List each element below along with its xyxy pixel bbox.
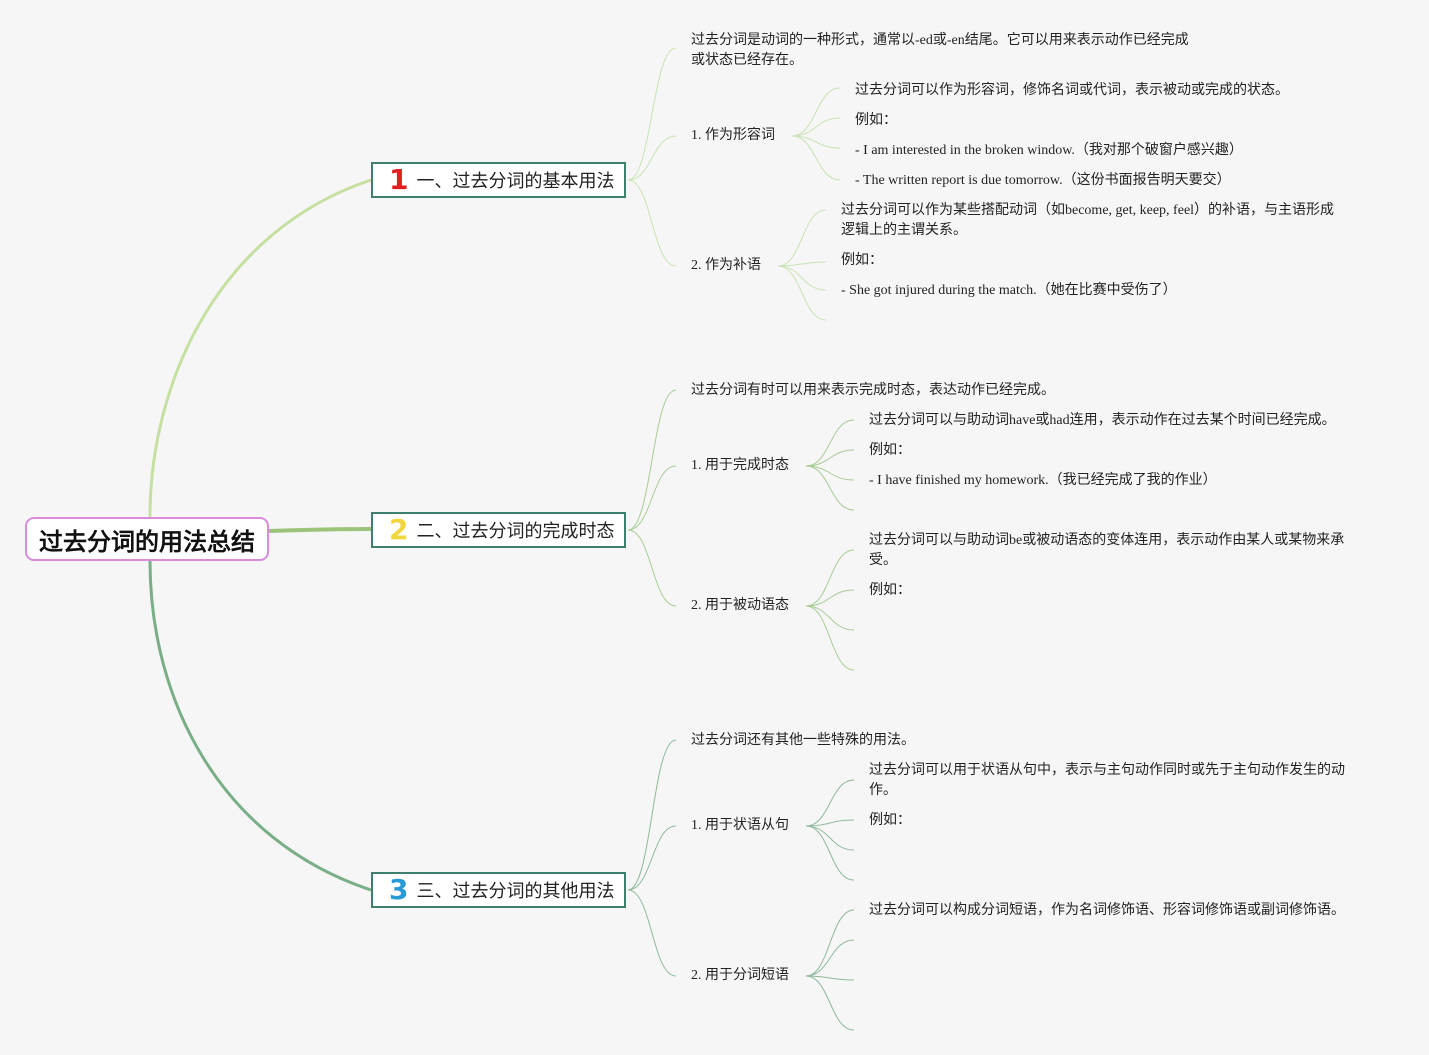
branch-2-sub-2-detail-1: 过去分词可以与助动词be或被动语态的变体连用，表示动作由某人或某物来承受。 (869, 533, 1345, 568)
branch-1-sub-1-detail-1: 过去分词可以作为形容词，修饰名词或代词，表示被动或完成的状态。 (855, 83, 1289, 98)
edge-b2-sub2-detail-1 (805, 549, 855, 607)
edge-b1-sub2 (627, 179, 677, 267)
branch-1-sub-2-detail-1: 过去分词可以作为某些搭配动词（如become, get, keep, feel）… (841, 203, 1335, 238)
branch-label-2: 二、过去分词的完成时态 (416, 521, 615, 542)
edge-b2-sub2 (627, 529, 677, 607)
branch-1-sub-2-detail-3: - She got injured during the match.（她在比赛… (841, 283, 1177, 298)
branch-node-3[interactable]: 3 三、过去分词的其他用法 (371, 872, 626, 908)
edge-b1-sub2-detail-2 (777, 261, 827, 267)
edge-b2-sub1 (627, 465, 677, 531)
branch-2-sub-2[interactable]: 2. 用于被动语态 (691, 598, 789, 613)
branch-2-sub-2-detail-2: 例如： (869, 583, 911, 598)
edge-b2-intro (627, 389, 677, 531)
edge-root-branch-3 (148, 560, 372, 892)
branch-3-sub-1[interactable]: 1. 用于状语从句 (691, 818, 789, 833)
branch-2-sub-1-detail-3: - I have finished my homework.（我已经完成了我的作… (869, 473, 1217, 488)
branch-2-sub-1[interactable]: 1. 用于完成时态 (691, 458, 789, 473)
number-badge-3: 3 (389, 873, 409, 906)
edge-b1-sub2-detail-1 (777, 209, 827, 267)
branch-3-sub-2[interactable]: 2. 用于分词短语 (691, 968, 789, 983)
branch-2-sub-1-detail-2: 例如： (869, 443, 911, 458)
branch-3-sub-1-detail-1: 过去分词可以用于状语从句中，表示与主句动作同时或先于主句动作发生的动作。 (869, 763, 1345, 798)
edge-b3-intro (627, 739, 677, 891)
branch-1-sub-1-detail-3: - I am interested in the broken window.（… (855, 143, 1243, 158)
branch-1-sub-1-detail-2: 例如： (855, 113, 897, 128)
root-node[interactable]: 过去分词的用法总结 (25, 517, 269, 561)
edge-b3-sub2-detail-4 (805, 975, 855, 1031)
edge-root-branch-1 (148, 178, 372, 518)
edge-b2-sub2-detail-2 (805, 589, 855, 607)
edge-b3-sub1-detail-2 (805, 819, 855, 827)
number-badge-2: 2 (389, 513, 409, 546)
edge-b1-intro (627, 47, 677, 181)
branch-1-sub-1[interactable]: 1. 作为形容词 (691, 128, 775, 143)
edge-b3-sub1 (627, 825, 677, 891)
edge-b2-sub1-detail-4 (805, 465, 855, 511)
branch-3-sub-2-detail-1: 过去分词可以构成分词短语，作为名词修饰语、形容词修饰语或副词修饰语。 (869, 903, 1345, 918)
branch-node-1[interactable]: 1 一、过去分词的基本用法 (371, 162, 626, 198)
edge-b3-sub1-detail-1 (805, 779, 855, 827)
edge-b3-sub1-detail-4 (805, 825, 855, 881)
branch-node-2[interactable]: 2 二、过去分词的完成时态 (371, 512, 626, 548)
edge-b1-sub1-detail-2 (791, 117, 841, 137)
edge-root-branch-2 (268, 527, 372, 533)
branch-1-sub-2[interactable]: 2. 作为补语 (691, 258, 761, 273)
branch-3-intro: 过去分词还有其他一些特殊的用法。 (691, 733, 915, 748)
edge-b3-sub1-detail-3 (805, 825, 855, 851)
edge-b3-sub2-detail-2 (805, 939, 855, 977)
edge-b3-sub2 (627, 889, 677, 977)
edge-b2-sub2-detail-3 (805, 605, 855, 631)
branch-1-intro: 过去分词是动词的一种形式，通常以-ed或-en结尾。它可以用来表示动作已经完成或… (691, 33, 1189, 68)
branch-2-sub-1-detail-1: 过去分词可以与助动词have或had连用，表示动作在过去某个时间已经完成。 (869, 413, 1336, 428)
branch-1-sub-2-detail-2: 例如： (841, 253, 883, 268)
edge-b1-sub1-detail-1 (791, 87, 841, 137)
edge-b1-sub1-detail-4 (791, 135, 841, 181)
edge-b3-sub2-detail-1 (805, 909, 855, 977)
edge-b1-sub2-detail-3 (777, 265, 827, 291)
branch-label-1: 一、过去分词的基本用法 (416, 171, 615, 192)
edge-b2-sub1-detail-2 (805, 449, 855, 467)
number-badge-1: 1 (389, 163, 409, 196)
branch-3-sub-1-detail-2: 例如： (869, 813, 911, 828)
branch-1-sub-1-detail-4: - The written report is due tomorrow.（这份… (855, 173, 1231, 188)
edge-b1-sub1 (627, 135, 677, 181)
edge-b1-sub2-detail-4 (777, 265, 827, 321)
branch-2-intro: 过去分词有时可以用来表示完成时态，表达动作已经完成。 (691, 383, 1055, 398)
edge-b2-sub1-detail-1 (805, 419, 855, 467)
edge-b3-sub2-detail-3 (805, 975, 855, 981)
edge-b2-sub2-detail-4 (805, 605, 855, 671)
branch-label-3: 三、过去分词的其他用法 (416, 881, 615, 902)
